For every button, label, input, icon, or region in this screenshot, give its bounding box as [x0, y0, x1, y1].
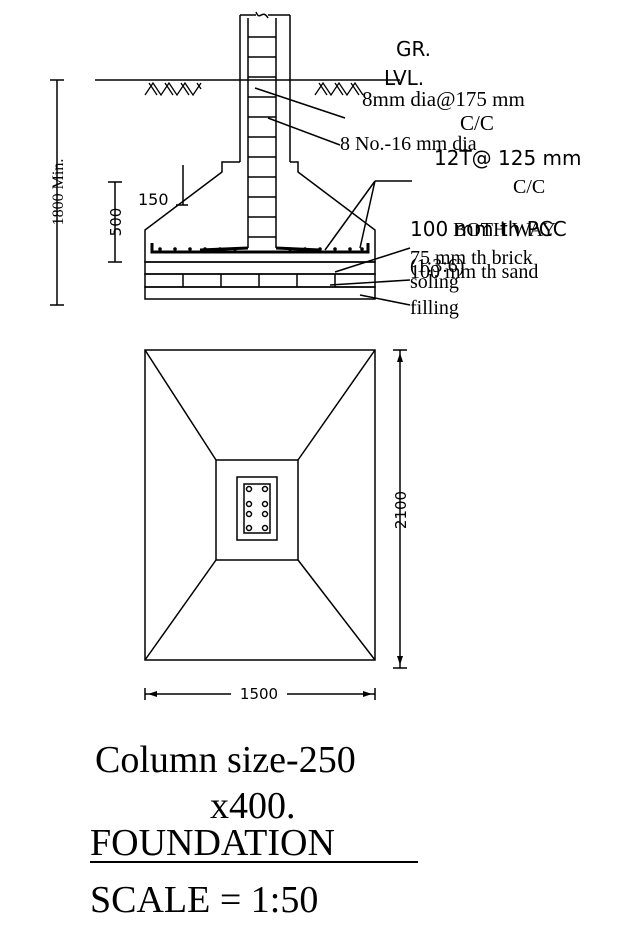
- sand-filling-layer: [144, 286, 376, 300]
- title-block: FOUNDATION SCALE = 1:50: [90, 822, 418, 921]
- brick-joints: [182, 274, 336, 287]
- pcc-label-2: (1:3:6): [410, 255, 464, 277]
- mesh-label-3: BOTH WAY: [453, 219, 556, 241]
- dimension-1800-label: 1800 Min.: [50, 159, 67, 226]
- pcc-label: 100 mm th PCC: [410, 217, 567, 241]
- pcc-layer: [144, 261, 376, 275]
- drawing-title: FOUNDATION: [90, 822, 335, 864]
- column-break-mark: [255, 11, 269, 19]
- dimension-1800: 1800 Min.: [50, 79, 67, 306]
- stirrup-label-2: C/C: [460, 111, 494, 135]
- column-size-line2: x400.: [210, 785, 296, 827]
- column-outline: [239, 14, 291, 162]
- mesh-label-2: C/C: [513, 176, 545, 198]
- dimension-2100: 2100: [392, 349, 410, 669]
- sand-label: 100 mm th sand: [410, 261, 538, 283]
- dimension-2100-label: 2100: [392, 491, 410, 529]
- brick-label: 75 mm th brick: [410, 247, 533, 269]
- dimension-1500-label: 1500: [240, 685, 278, 703]
- brick-label-2: soling: [410, 271, 459, 293]
- ground-level-label-2: LVL.: [384, 66, 424, 90]
- ground-hatch-right: [314, 81, 364, 97]
- plan-column-outline: [236, 476, 278, 541]
- drawing-scale: SCALE = 1:50: [90, 879, 318, 921]
- main-bar-label: 8 No.-16 mm dia: [340, 133, 477, 155]
- stirrup-label: 8mm dia@175 mm: [362, 87, 525, 111]
- dimension-150: 150: [138, 165, 188, 209]
- column-size-note: Column size-250 x400.: [95, 739, 356, 827]
- mesh-label: 12T@ 125 mm: [434, 146, 582, 170]
- dimension-150-label: 150: [138, 190, 169, 209]
- plan-outer-outline: [144, 349, 376, 661]
- section-labels: GR. LVL. 8mm dia@175 mm C/C 8 No.-16 mm …: [340, 37, 582, 319]
- foundation-plan: [144, 349, 376, 661]
- ground-hatch-left: [144, 81, 202, 97]
- bottom-mesh: [150, 243, 370, 254]
- dimension-500-label: 500: [107, 208, 125, 237]
- ground-level-label: GR.: [396, 37, 431, 61]
- leader-lines: [254, 87, 412, 306]
- column-size-line1: Column size-250: [95, 739, 356, 781]
- main-bar-bends: [199, 246, 321, 252]
- stirrups: [248, 36, 276, 238]
- dimension-500: 500: [107, 181, 125, 263]
- plan-pedestal-outline: [215, 459, 299, 561]
- plan-column-stirrup: [243, 483, 271, 534]
- mesh-bar-dots: [158, 247, 364, 251]
- foundation-section: [95, 11, 400, 300]
- dimension-1500: 1500: [144, 684, 376, 703]
- plan-slope-lines: [144, 349, 376, 661]
- plan-column-bars: [245, 485, 269, 532]
- sand-label-2: filling: [410, 297, 459, 319]
